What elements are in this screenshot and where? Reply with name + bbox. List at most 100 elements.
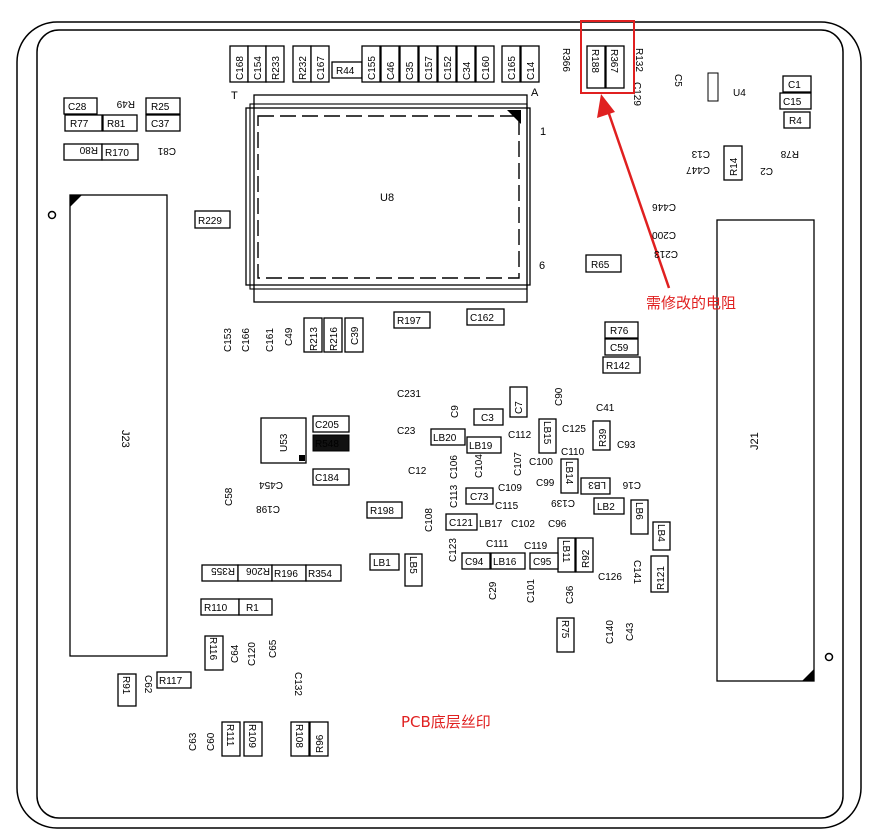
r1-label: R1	[246, 603, 259, 614]
c200-label: C200	[652, 229, 676, 240]
c205-label: C205	[315, 420, 339, 431]
lb17-label: LB17	[479, 519, 503, 530]
r233-label: R233	[271, 56, 282, 80]
u4-label: U4	[733, 88, 746, 99]
r206-label: R206	[246, 565, 270, 576]
c13-label: C13	[691, 148, 710, 159]
c184-label: C184	[315, 473, 339, 484]
c29-label: C29	[488, 581, 499, 600]
pin-6-label: 6	[539, 260, 545, 272]
u53-label: U53	[279, 433, 290, 452]
c95-label: C95	[533, 557, 552, 568]
r44-label: R44	[336, 66, 355, 77]
r116-label: R116	[207, 637, 218, 661]
c28-label: C28	[68, 102, 87, 113]
c64-label: C64	[230, 644, 241, 663]
c101-label: C101	[526, 579, 537, 603]
j21-label: J21	[749, 432, 761, 450]
c60-label: C60	[206, 732, 217, 751]
lb20-label: LB20	[433, 433, 457, 444]
c62-label: C62	[142, 675, 153, 694]
r366-label: R366	[560, 48, 571, 72]
highlight-box	[580, 20, 635, 94]
c100-label: C100	[529, 457, 553, 468]
annotation-arrow-line	[605, 107, 671, 289]
pin-a-label: A	[531, 87, 539, 99]
c43-label: C43	[625, 622, 636, 641]
lb6-label: LB6	[633, 502, 644, 520]
r232-label: R232	[298, 56, 309, 80]
r108-label: R108	[293, 724, 304, 748]
c123-label: C123	[448, 538, 459, 562]
lb4-label: LB4	[655, 524, 666, 542]
c3-label: C3	[481, 413, 494, 424]
c102-label: C102	[511, 519, 535, 530]
c113-label: C113	[449, 484, 460, 508]
lb1-label: LB1	[373, 558, 391, 569]
c2-label: C2	[760, 165, 773, 176]
r80-label: R80	[79, 144, 98, 155]
left-lower-components: C205 R548 C184 C454 C58 C198 R198 LB1 LB…	[117, 415, 423, 757]
r198-label: R198	[370, 506, 394, 517]
r111-label: R111	[224, 724, 235, 747]
c155-label: C155	[367, 56, 378, 80]
c34-label: C34	[462, 61, 473, 80]
c157-label: C157	[424, 56, 435, 80]
mounting-hole-right	[824, 652, 834, 662]
r4-label: R4	[789, 116, 802, 127]
c41-label: C41	[596, 403, 615, 414]
lb5-label: LB5	[407, 556, 418, 574]
lb19-label: LB19	[469, 441, 493, 452]
r49-label: R49	[116, 98, 135, 109]
right-top-components: C5 U4 C1 C15 R4 C13 C447 R14 R78 C2 C446…	[585, 72, 812, 273]
c120-label: C120	[247, 642, 258, 666]
c152-label: C152	[443, 56, 454, 80]
c109-label: C109	[498, 483, 522, 494]
caption: PCB底层丝印	[401, 713, 491, 731]
c15-label: C15	[783, 97, 802, 108]
c36-label: C36	[565, 585, 576, 604]
c106-label: C106	[449, 455, 460, 479]
c12-label: C12	[408, 466, 427, 477]
c73-label: C73	[470, 492, 489, 503]
r25-label: R25	[151, 102, 170, 113]
lb16-label: LB16	[493, 557, 517, 568]
c65-label: C65	[268, 639, 279, 658]
c35-label: C35	[405, 61, 416, 80]
left-upper-components: C28 R49 R25 R77 R81 C37 R80 R170 C81 R22…	[63, 97, 231, 229]
c153-label: C153	[223, 328, 234, 352]
r91-label: R91	[120, 676, 131, 695]
lb15-label: LB15	[541, 421, 552, 445]
board-outline-inner	[36, 29, 844, 819]
c5-label: C5	[672, 74, 683, 87]
c104-label: C104	[474, 454, 485, 478]
c126-label: C126	[598, 572, 622, 583]
c81-label: C81	[157, 145, 176, 156]
r96-label: R96	[315, 734, 326, 753]
c141-label: C141	[631, 560, 642, 584]
center-components: C231 C9 C3 C7 C90 C41 C23 LB20 LB19 C112…	[397, 386, 671, 653]
r121-label: R121	[656, 566, 667, 590]
c46-label: C46	[386, 61, 397, 80]
r65-label: R65	[591, 260, 610, 271]
c94-label: C94	[465, 557, 484, 568]
c93-label: C93	[617, 440, 636, 451]
c14-label: C14	[526, 61, 537, 80]
c110-label: C110	[561, 447, 585, 458]
c16-label: C16	[622, 479, 641, 490]
c231-label: C231	[397, 389, 421, 400]
c132-label: C132	[292, 672, 303, 696]
c108-label: C108	[424, 508, 435, 532]
annotation-label: 需修改的电阻	[646, 294, 736, 312]
r76-label: R76	[610, 326, 629, 337]
chip-u53: U53	[260, 417, 307, 464]
c59-label: C59	[610, 343, 629, 354]
r216-label: R216	[329, 327, 340, 351]
r77-label: R77	[70, 119, 89, 130]
c125-label: C125	[562, 424, 586, 435]
connector-j21: J21	[716, 219, 815, 682]
c213-label: C213	[654, 248, 678, 259]
c198-label: C198	[256, 503, 280, 514]
c119-label: C119	[524, 541, 548, 552]
